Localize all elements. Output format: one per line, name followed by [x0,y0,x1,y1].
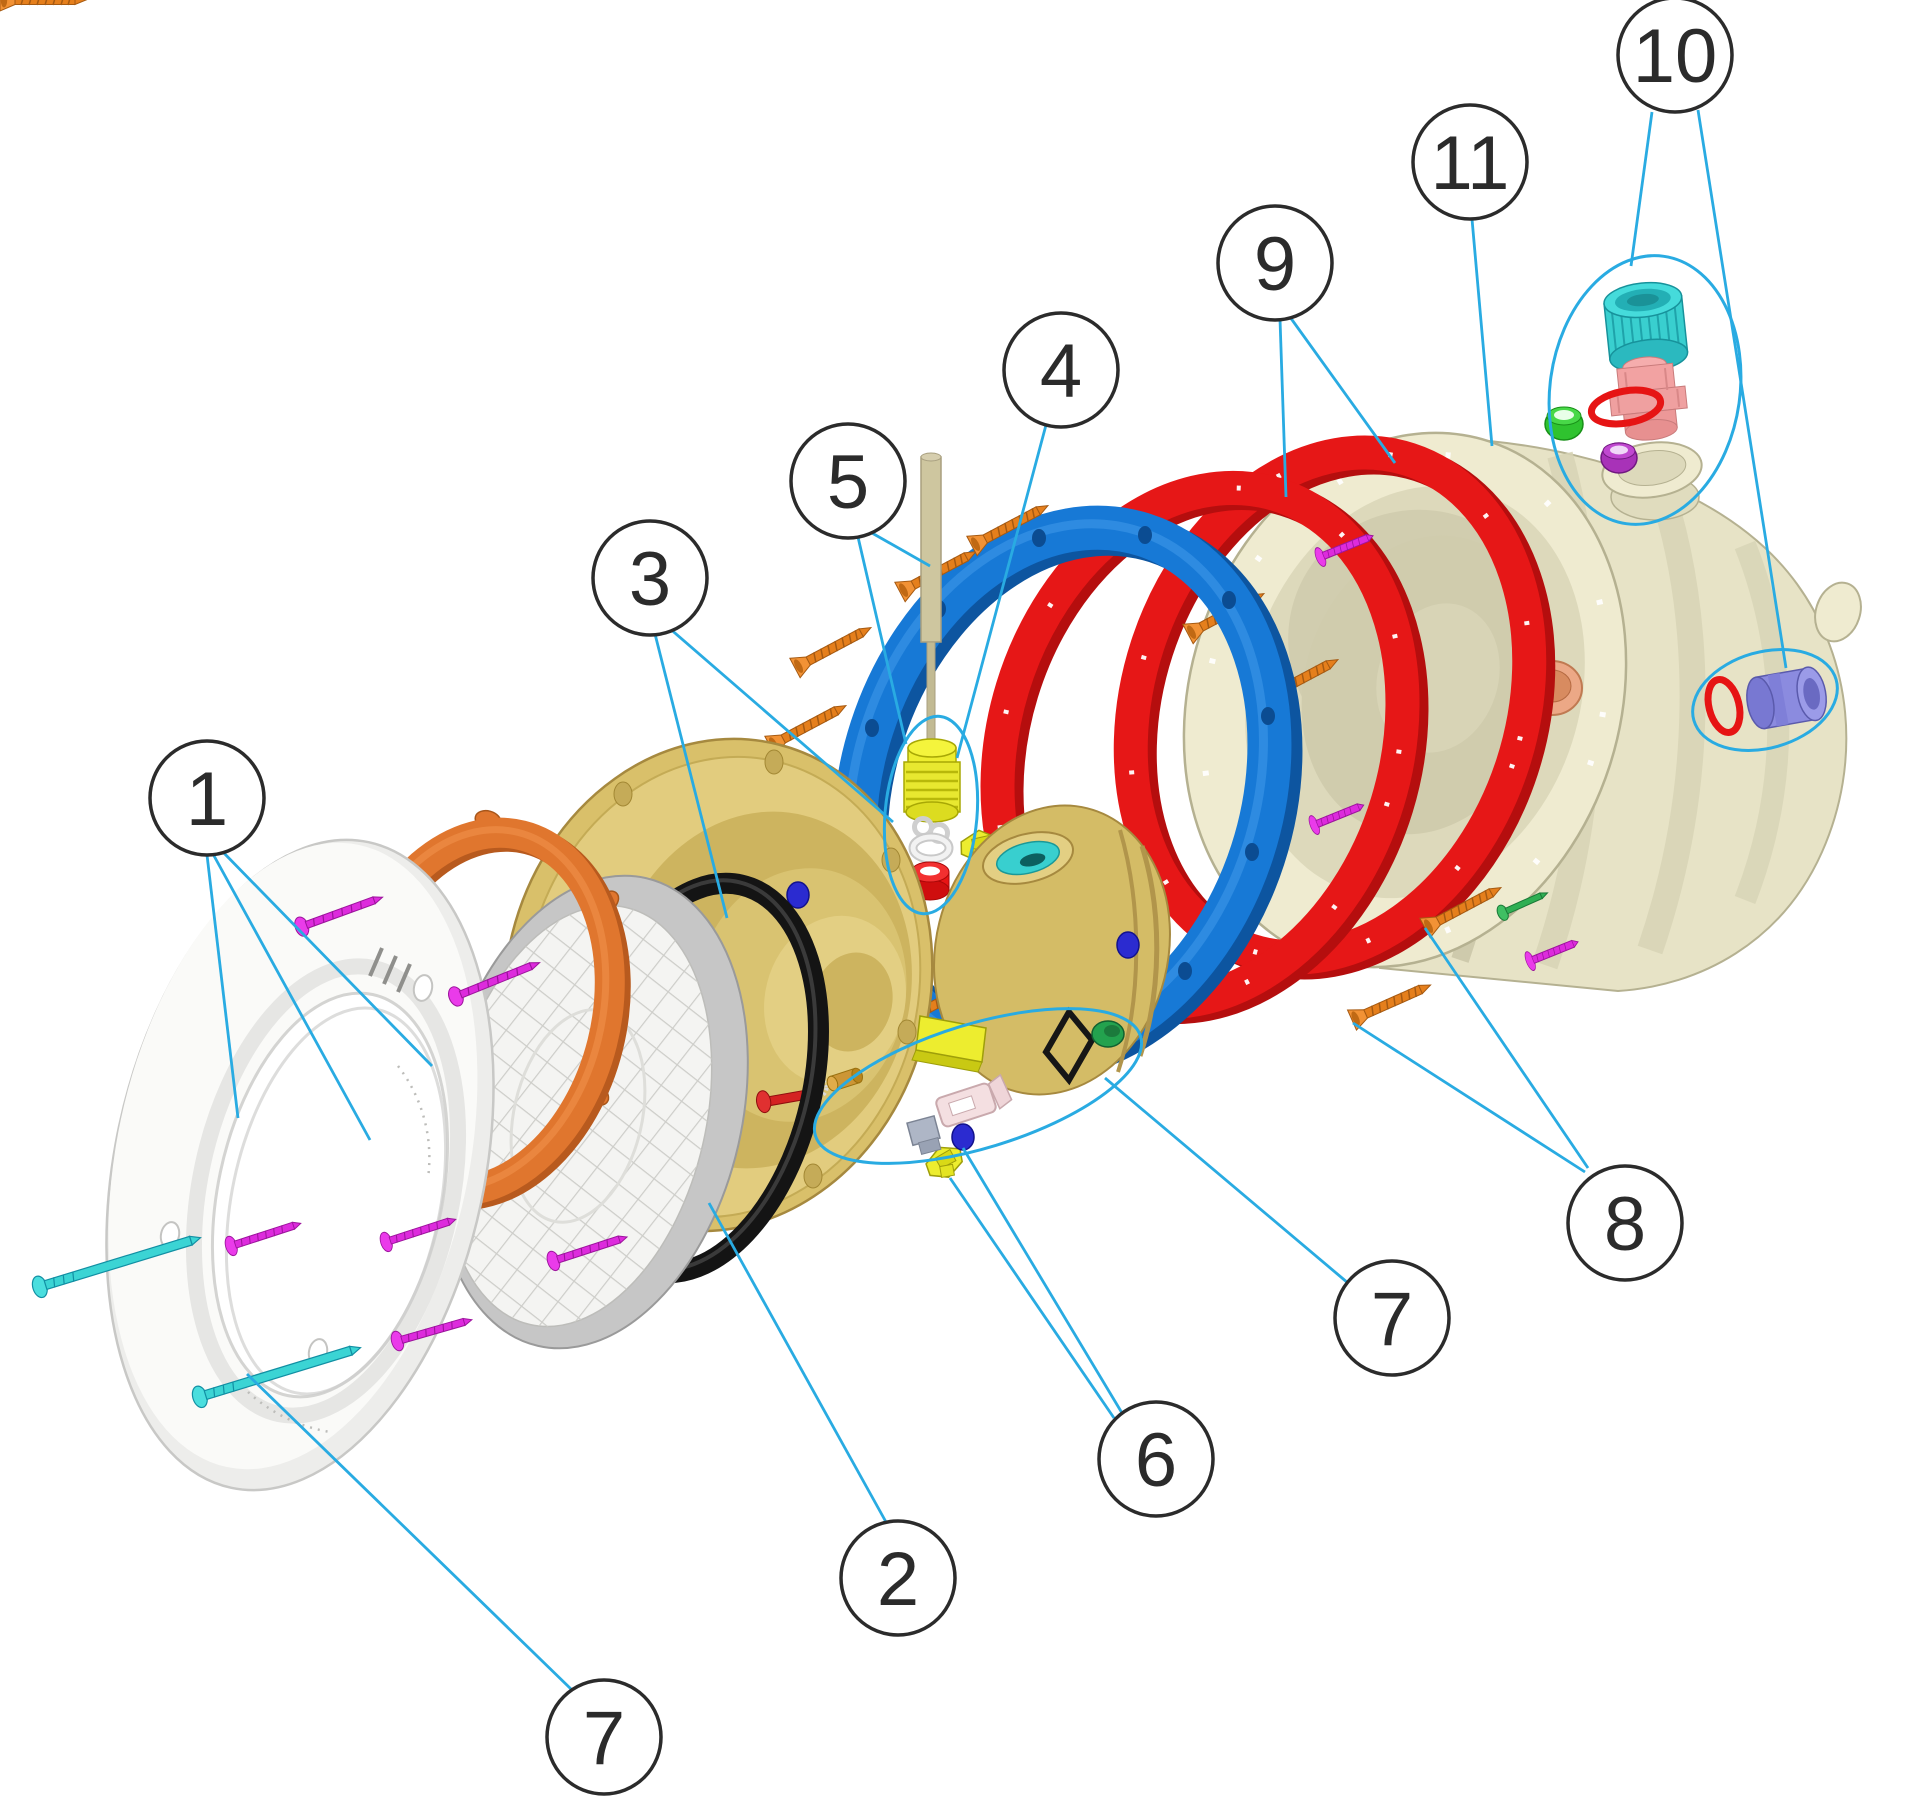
callout-label: 10 [1633,14,1718,99]
front-frame-bezel [105,838,495,1492]
leader-line-9-0 [1278,318,1288,498]
callout-4: 4 [1002,311,1120,429]
fitting-lavender [1746,666,1827,730]
callout-circle [1566,1164,1684,1282]
positioning-rod [920,452,942,765]
bezel-engraving [397,1065,431,1179]
callout-label: 4 [1040,329,1082,414]
callout-11: 11 [1411,103,1529,221]
grommets-blue [786,881,1140,1151]
o-ring-red-top [1587,386,1665,428]
niche-side-boss [1814,581,1862,643]
callout-7-bottom: 7 [545,1678,663,1796]
detail-ellipse-conduit-group-side [1691,648,1839,752]
detail-ellipses [812,254,1839,1165]
cable-clamp-pink [935,1073,1013,1128]
callout-9: 9 [1216,204,1334,322]
square-gasket [1042,1006,1096,1086]
leader-line-2-0 [707,1202,888,1523]
callout-circle [148,739,266,857]
callout-circle [789,422,907,540]
callout-10: 10 [1616,0,1734,114]
housing-port [981,831,1075,885]
callout-label: 11 [1431,121,1510,206]
leader-line-8-0 [1352,1021,1586,1174]
callout-label: 7 [583,1696,625,1781]
callout-label: 1 [186,757,228,842]
leader-line-1-2 [218,848,434,1067]
leader-line-6-1 [948,1177,1116,1419]
callout-circle [1097,1400,1215,1518]
detail-ellipse-cable-gland-group [882,714,980,916]
leader-line-1-1 [211,853,372,1141]
callout-label: 2 [877,1537,919,1622]
callout-label: 5 [827,440,869,525]
callout-3: 3 [591,519,709,637]
callout-1: 1 [148,739,266,857]
gray-bracket [906,1114,942,1156]
cable-gland [903,738,961,901]
leader-line-7-bottom-0 [246,1372,573,1692]
o-ring-red-side [1704,676,1744,736]
leader-line-10-0 [1629,111,1654,267]
callout-circle [591,519,709,637]
callout-circle [1333,1259,1451,1377]
bezel-vent-slots [368,947,412,993]
ring-green [1544,406,1584,441]
conduit-group-side [1704,666,1827,736]
leader-line-9-1 [1288,316,1397,464]
annotations: 1 2 3 4 5 6 7 7 8 9 10 11 [148,0,1788,1796]
conduit-group-top [1544,281,1689,474]
leader-line-4-0 [955,424,1048,759]
leader-line-7-right-0 [1104,1076,1349,1285]
callout-2: 2 [839,1519,957,1637]
callout-5: 5 [789,422,907,540]
callout-label: 9 [1254,222,1296,307]
clamp-group [906,1006,1125,1156]
callout-circle [1616,0,1734,114]
leader-line-1-0 [205,854,240,1119]
callout-circle [1002,311,1120,429]
callout-6: 6 [1097,1400,1215,1518]
pressure-cap-teal [1603,281,1689,373]
callout-circle [1216,204,1334,322]
callout-label: 7 [1371,1277,1413,1362]
leader-line-10-1 [1696,109,1788,669]
callout-label: 6 [1135,1418,1177,1503]
leader-line-5-1 [856,536,908,745]
leader-line-8-1 [1423,927,1590,1169]
callout-circle [1411,103,1529,221]
callout-8: 8 [1566,1164,1684,1282]
leader-line-6-0 [961,1147,1124,1414]
callout-7-right: 7 [1333,1259,1451,1377]
leader-line-11-0 [1470,218,1494,447]
ring-purple [1600,442,1638,474]
callout-label: 8 [1604,1182,1646,1267]
leader-line-3-1 [667,625,894,824]
callout-circle [545,1678,663,1796]
callout-label: 3 [629,537,671,622]
housing-bracket-yellow [911,1015,987,1073]
leader-line-5-0 [871,531,931,568]
green-nut [1091,1020,1125,1048]
detail-ellipse-clamp-group [812,1007,1144,1165]
leader-line-3-0 [653,633,729,919]
detail-ellipse-conduit-group-top [1547,254,1743,526]
callout-circle [839,1519,957,1637]
